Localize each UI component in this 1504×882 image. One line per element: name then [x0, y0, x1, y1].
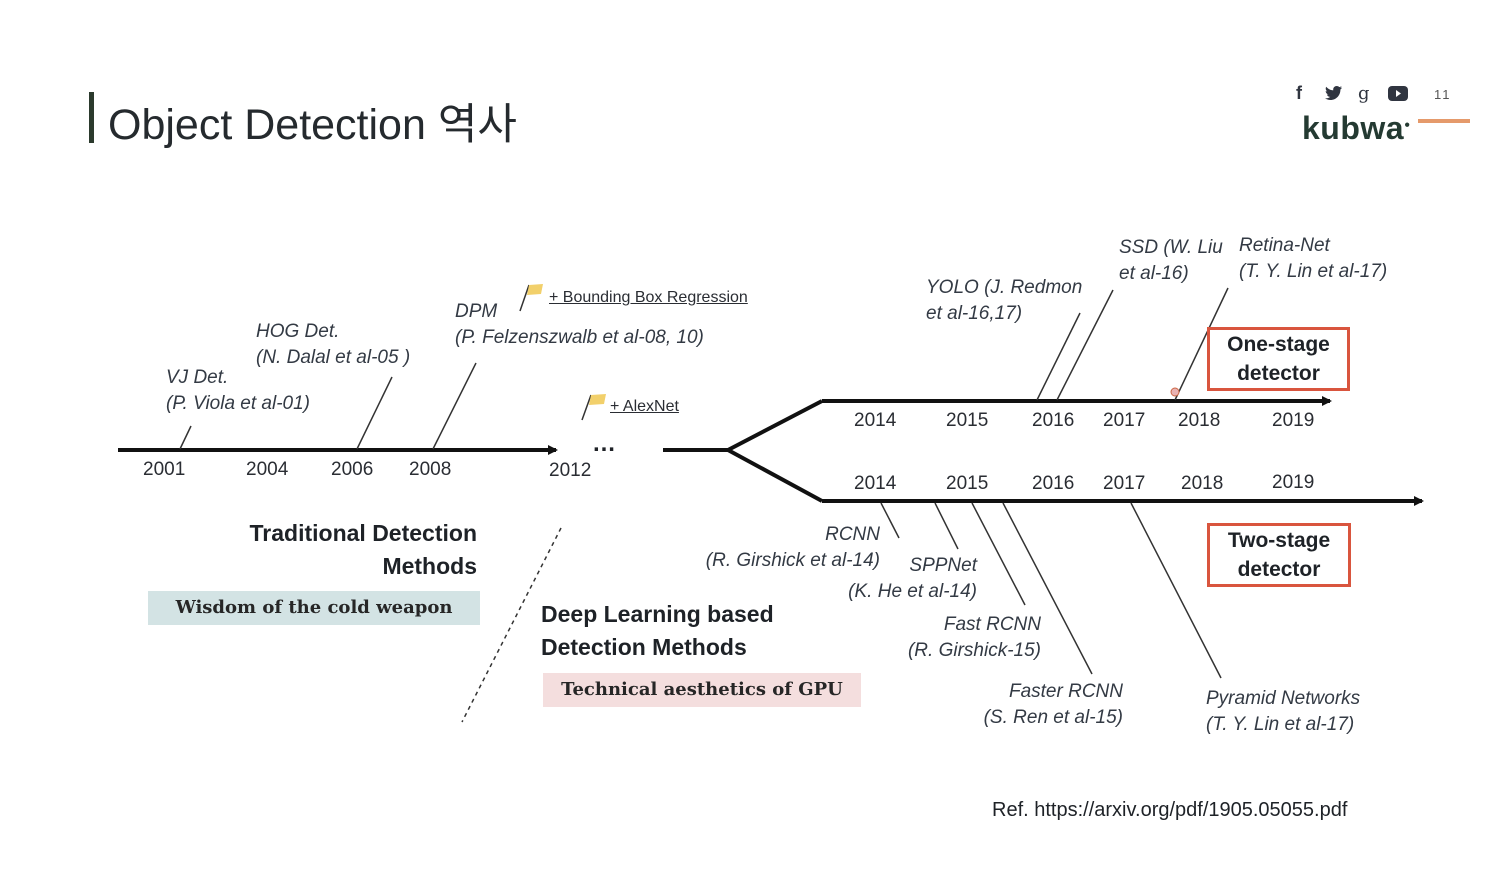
ellipsis: … [592, 430, 616, 457]
year-label: 2017 [1103, 410, 1146, 431]
google-plus-icon[interactable]: g [1358, 83, 1370, 104]
retina-pointer [1174, 287, 1229, 401]
page-number: 11 [1434, 87, 1452, 102]
facebook-icon[interactable]: f [1296, 83, 1302, 103]
method-pyramid-networks: Pyramid Networks (T. Y. Lin et al-17) [1206, 688, 1361, 735]
milestone-bbox-regression: + Bounding Box Regression [549, 289, 748, 306]
dpm-pointer [432, 362, 477, 450]
method-vj: VJ Det. (P. Viola et al-01) [166, 367, 310, 414]
method-yolo: YOLO (J. Redmon et al-16,17) [926, 277, 1083, 324]
flag-icon [519, 284, 543, 312]
method-faster-rcnn: Faster RCNN (S. Ren et al-15) [983, 681, 1123, 728]
year-label: 2015 [946, 410, 989, 431]
year-label: 2001 [143, 459, 186, 480]
year-label: 2014 [854, 473, 897, 494]
deep-learning-banner: Technical aesthetics of GPU [543, 673, 861, 707]
fast-rcnn-pointer [971, 502, 1026, 606]
year-label: 2016 [1032, 473, 1075, 494]
method-sppnet: SPPNet (K. He et al-14) [848, 555, 977, 602]
milestone-alexnet: + AlexNet [610, 398, 679, 415]
one-stage-detector-box: One-stage detector [1207, 327, 1350, 391]
traditional-banner: Wisdom of the cold weapon [148, 591, 480, 625]
title-accent-bar [89, 92, 94, 143]
faster-rcnn-pointer [1002, 502, 1093, 675]
year-label: 2008 [409, 459, 452, 480]
year-label: 2019 [1272, 472, 1315, 493]
year-label: 2014 [854, 410, 897, 431]
method-hog: HOG Det. (N. Dalal et al-05 ) [256, 321, 411, 368]
year-label: 2016 [1032, 410, 1075, 431]
flag-icon [581, 394, 606, 421]
method-dpm: DPM (P. Felzenszwalb et al-08, 10) [455, 301, 704, 348]
brand-logo: kubwa● [1302, 110, 1411, 146]
pointer-dot [1170, 387, 1180, 397]
pyramid-pointer [1130, 502, 1222, 679]
two-stage-detector-box: Two-stage detector [1207, 523, 1351, 587]
traditional-heading: Traditional Detection Methods [249, 520, 477, 579]
hog-pointer [356, 376, 393, 450]
twitter-icon[interactable] [1325, 83, 1343, 104]
rcnn-pointer [880, 502, 900, 539]
method-fast-rcnn: Fast RCNN (R. Girshick-15) [907, 614, 1041, 661]
year-label: 2018 [1181, 473, 1224, 494]
one-stage-branch [727, 399, 823, 452]
year-label: 2017 [1103, 473, 1146, 494]
sppnet-pointer [934, 502, 959, 550]
year-label: 2012 [549, 460, 592, 481]
year-label: 2018 [1178, 410, 1221, 431]
brand-accent-line [1418, 119, 1470, 123]
page-title: Object Detection 역사 [108, 101, 517, 149]
deep-learning-heading: Deep Learning based Detection Methods [541, 601, 774, 660]
youtube-icon[interactable] [1388, 83, 1408, 104]
two-stage-branch [727, 448, 823, 503]
year-label: 2004 [246, 459, 289, 480]
yolo-pointer [1036, 312, 1081, 401]
vj-pointer [179, 425, 192, 450]
reference-link[interactable]: Ref. https://arxiv.org/pdf/1905.05055.pd… [992, 799, 1348, 821]
year-label: 2006 [331, 459, 374, 480]
year-label: 2015 [946, 473, 989, 494]
year-label: 2019 [1272, 410, 1315, 431]
method-retina-net: Retina-Net (T. Y. Lin et al-17) [1239, 235, 1388, 282]
method-rcnn: RCNN (R. Girshick et al-14) [705, 524, 880, 571]
ssd-pointer [1056, 289, 1114, 401]
method-ssd: SSD (W. Liu et al-16) [1119, 237, 1223, 284]
